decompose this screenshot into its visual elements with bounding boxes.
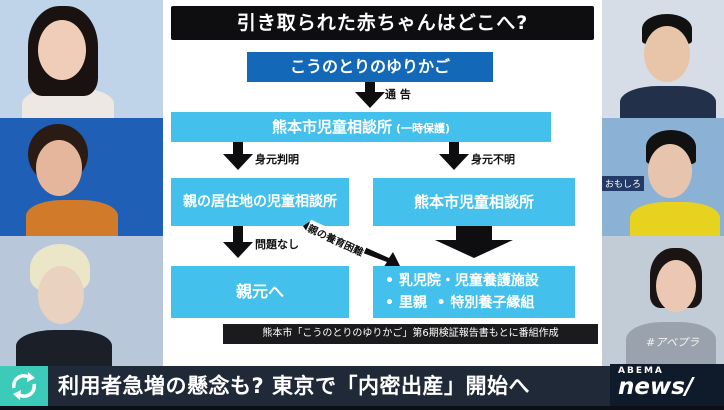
left-box: 親の居住地の児童相談所: [171, 178, 349, 226]
arrow-down-icon: [223, 242, 253, 258]
bottom-left-box-label: 親元へ: [235, 282, 284, 301]
panelist-body: [16, 330, 112, 366]
arrow-stem: [456, 226, 492, 240]
bottom-right-box: • 乳児院・児童養護施設 • 里親 • 特別養子縁組: [373, 266, 575, 318]
right-panel-1: [602, 0, 724, 118]
side-caption: おもしろ: [602, 176, 645, 191]
right-panel-2: おもしろ: [602, 118, 724, 236]
source-caption: 熊本市「こうのとりのゆりかご」第6期検証報告書もとに番組作成: [223, 324, 598, 344]
right-panel-3: [602, 236, 724, 366]
headline-bar: [0, 366, 724, 406]
panelist-face: [38, 20, 86, 80]
arrow-down-icon: [439, 154, 469, 170]
arrow-down-icon: [355, 92, 385, 108]
right-box-label: 熊本市児童相談所: [413, 193, 534, 211]
right-box: 熊本市児童相談所: [373, 178, 575, 226]
outcome-item: • 里親 • 特別養子縁組: [385, 295, 535, 311]
center-box-label: 熊本市児童相談所: [271, 118, 392, 136]
refresh-icon: [12, 372, 36, 400]
left-panel-3: [0, 236, 163, 366]
left-panel-2: [0, 118, 163, 236]
logo-main-text: news/: [618, 374, 694, 400]
outcome-item: • 乳児院・児童養護施設: [385, 273, 539, 289]
chart-title-bar: 引き取られた赤ちゃんはどこへ?: [171, 6, 594, 40]
arrow-stem: [365, 82, 375, 92]
notify-label: 通 告: [385, 88, 411, 101]
chart-title: 引き取られた赤ちゃんはどこへ?: [236, 12, 529, 34]
abema-news-logo: [610, 364, 724, 406]
panelist-face: [36, 140, 82, 196]
panelist-face: [644, 26, 690, 82]
panelist-body: [620, 86, 716, 118]
flowchart-board: 引き取られた赤ちゃんはどこへ? こうのとりのゆりかご 通 告 熊本市児童相談所(…: [163, 0, 602, 366]
headline-text: 利用者急増の懸念も? 東京で「内密出産」開始へ: [58, 374, 530, 398]
arrow-stem: [233, 226, 243, 242]
top-box-label: こうのとりのゆりかご: [289, 57, 450, 76]
arrow-stem: [449, 142, 459, 154]
panelist-body: [626, 322, 716, 366]
arrow-stem: [233, 142, 243, 154]
panelist-body: [630, 202, 720, 236]
arrow-down-icon: [223, 154, 253, 170]
center-box-sub: (一時保護): [395, 122, 451, 135]
no-problem-label: 問題なし: [255, 238, 299, 251]
top-box: こうのとりのゆりかご: [247, 52, 493, 82]
panelist-face: [38, 266, 84, 324]
left-box-label: 親の居住地の児童相談所: [183, 194, 337, 210]
branch-right-label: 身元不明: [471, 153, 515, 166]
refresh-button[interactable]: [0, 366, 48, 406]
panelist-face: [656, 260, 696, 312]
branch-left-label: 身元判明: [255, 153, 299, 166]
logo-top-text: ABEMA: [618, 366, 664, 376]
left-panel-1: [0, 0, 163, 118]
panelist-body: [26, 200, 118, 236]
hashtag: #アベプラ: [646, 336, 699, 349]
center-box: 熊本市児童相談所(一時保護): [171, 112, 551, 142]
arrow-down-icon: [435, 240, 513, 258]
panelist-face: [648, 144, 692, 198]
bottom-left-box: 親元へ: [171, 266, 349, 318]
